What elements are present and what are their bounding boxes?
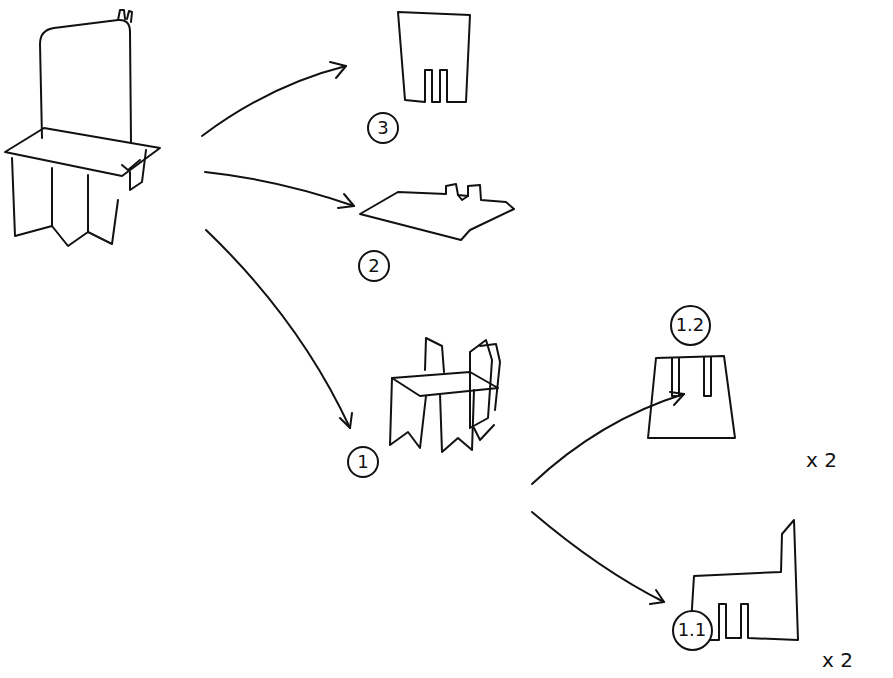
callout-circle: 1.1 xyxy=(672,610,713,651)
callout-circle: 1.2 xyxy=(670,305,711,346)
back-panel-sketch xyxy=(398,12,470,102)
seat-panel-sketch xyxy=(360,184,514,240)
callout-circle: 1 xyxy=(347,446,379,478)
callout-number: 2 xyxy=(368,257,379,275)
callout-circle: 2 xyxy=(358,250,390,282)
callout-circle: 3 xyxy=(367,112,399,144)
quantity-label: x 2 xyxy=(822,648,853,672)
callout-number: 1 xyxy=(357,453,368,471)
quantity-label: x 2 xyxy=(806,448,837,472)
arrow xyxy=(202,62,684,604)
leg-panel-sketch xyxy=(648,356,735,438)
callout-number: 1.1 xyxy=(678,621,707,639)
chair-illustration xyxy=(5,10,160,246)
leg-assembly-sketch xyxy=(390,338,500,452)
callout-number: 1.2 xyxy=(676,316,705,334)
callout-number: 3 xyxy=(377,119,388,137)
